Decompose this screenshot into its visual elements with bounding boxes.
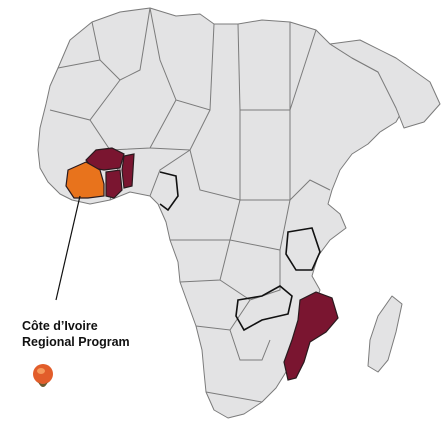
ghana (105, 169, 123, 199)
callout-label: Côte d’Ivoire Regional Program (22, 318, 182, 350)
madagascar (367, 295, 403, 373)
callout-line-2: Regional Program (22, 335, 130, 349)
nigeria-border-outline (159, 171, 179, 212)
cashew-nut-icon (33, 364, 53, 387)
arabian-peninsula (329, 39, 441, 129)
tanzania-outline (285, 227, 321, 271)
callout-line (55, 195, 81, 301)
benin-togo (121, 153, 135, 189)
mozambique (283, 291, 339, 381)
zambia-outline (235, 285, 293, 332)
cote-divoire (65, 161, 105, 199)
country-borders (49, 7, 331, 403)
callout-line-1: Côte d’Ivoire (22, 319, 98, 333)
africa-landmass (37, 7, 405, 419)
